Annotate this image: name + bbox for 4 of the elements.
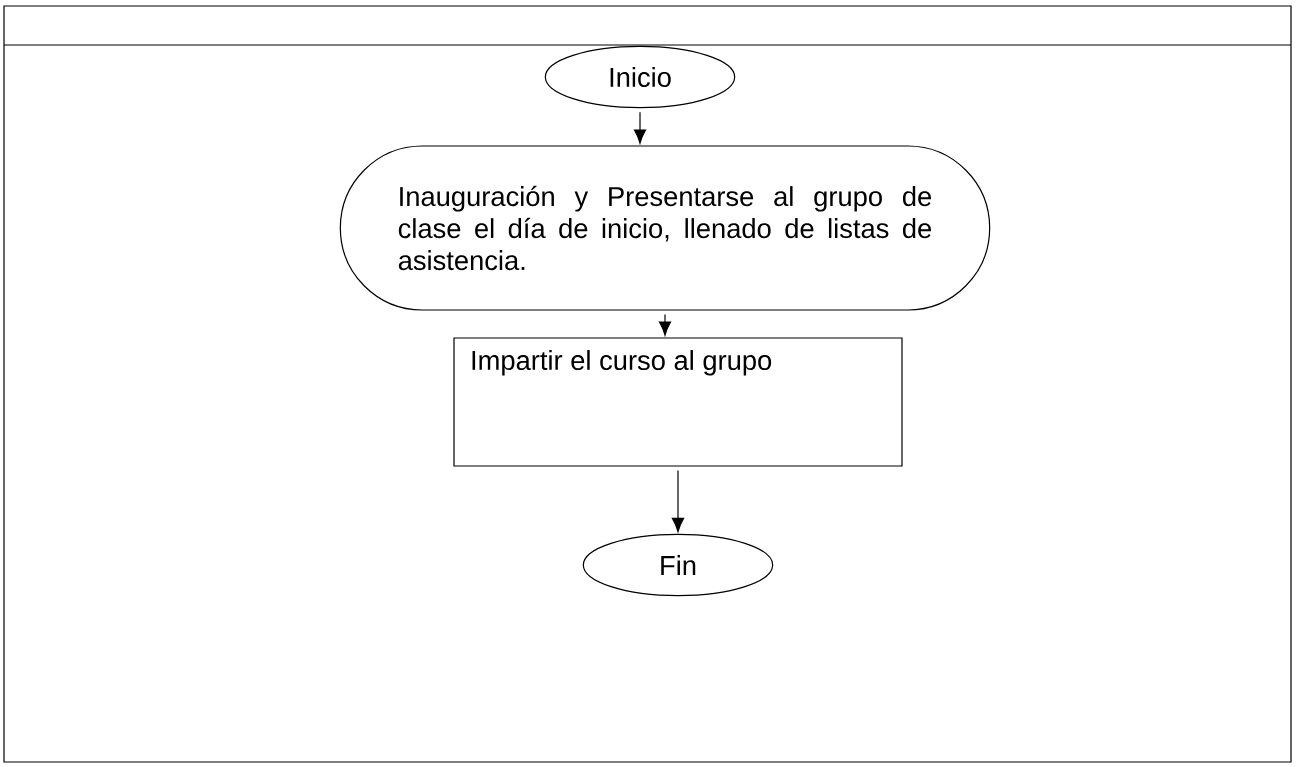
arrow [633,111,647,144]
arrow [671,470,685,533]
process-box: Impartir el curso al grupo [453,337,903,467]
arrow [658,314,672,336]
